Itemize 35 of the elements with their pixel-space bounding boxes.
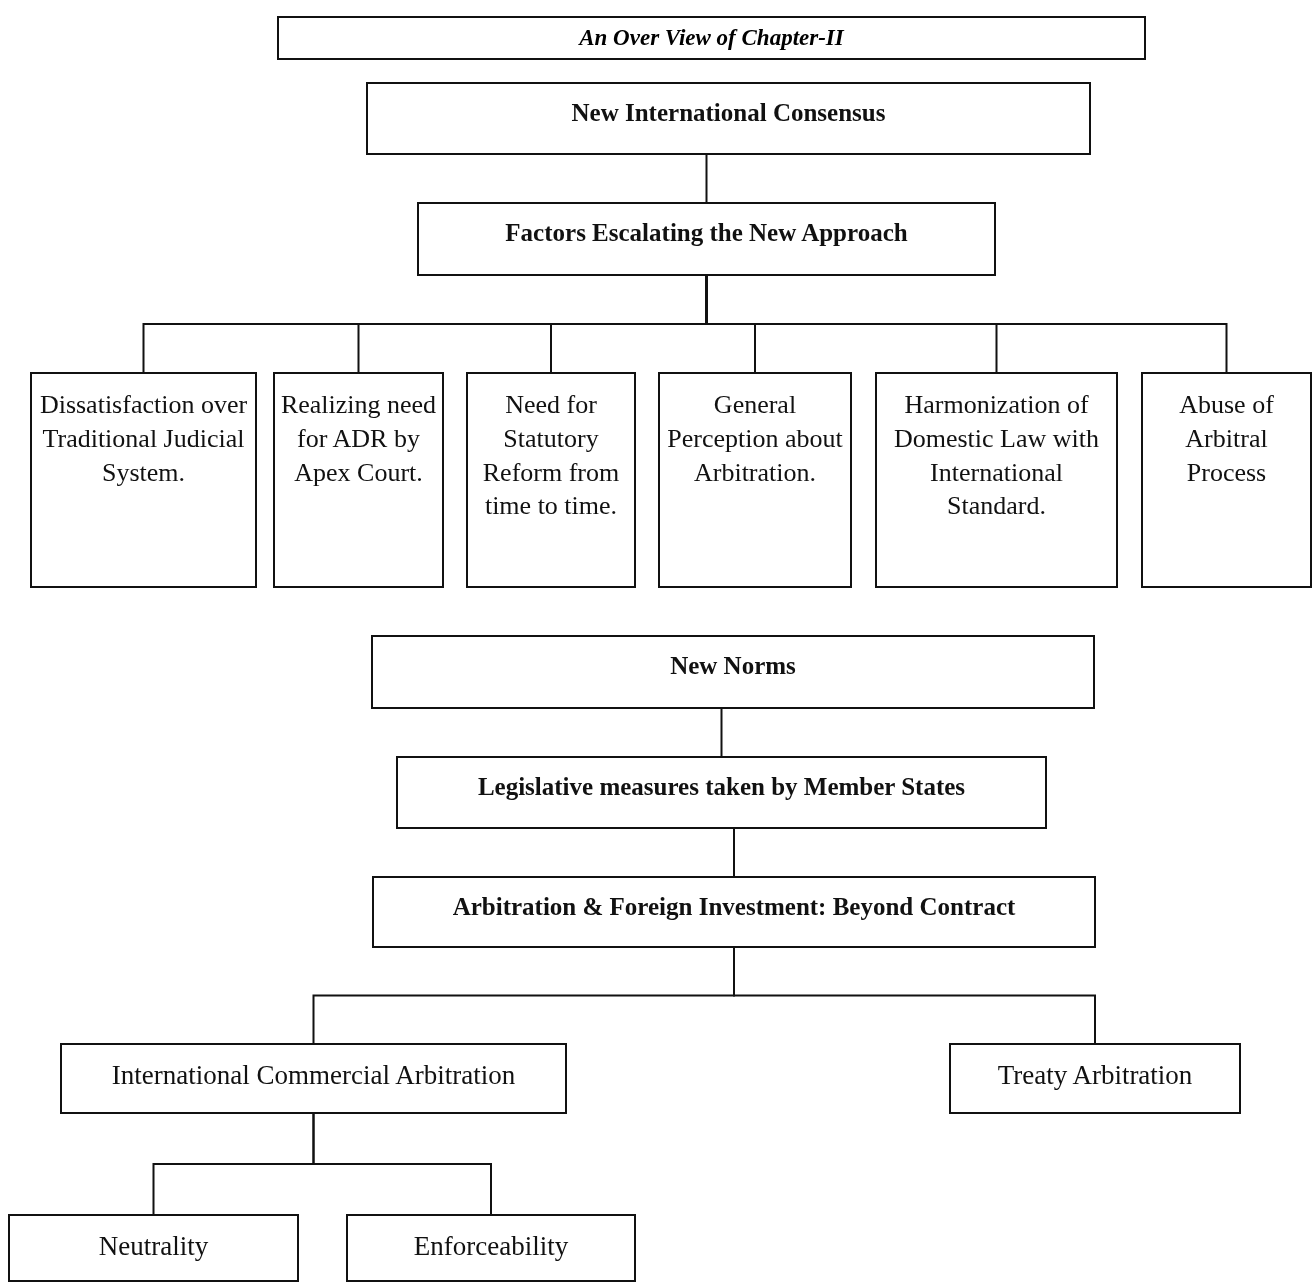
process-box — [417, 202, 996, 276]
box-label: International Commercial Arbitration — [111, 1059, 516, 1092]
process-box — [466, 372, 636, 588]
box-label: Dissatisfaction over Traditional Judicial System. — [38, 389, 249, 489]
process-box — [273, 372, 444, 588]
process-box — [1141, 372, 1312, 588]
process-box — [371, 635, 1095, 709]
box-label: Factors Escalating the New Approach — [505, 218, 908, 248]
box-label: Need for Statutory Reform from time to time. — [481, 389, 621, 523]
connector-line — [312, 1113, 492, 1215]
process-box — [366, 82, 1091, 155]
connector-line — [705, 154, 708, 203]
box-label: Arbitration & Foreign Investment: Beyond Contract — [452, 892, 1016, 922]
process-box — [396, 756, 1047, 829]
process-box — [875, 372, 1118, 588]
process-box — [30, 372, 257, 588]
box-label: Enforceability — [413, 1230, 569, 1263]
box-label: New Norms — [670, 651, 796, 681]
box-label: Legislative measures taken by Member States — [477, 772, 966, 802]
box-label: New International Consensus — [571, 98, 886, 128]
box-label: Abuse of Arbitral Process — [1178, 389, 1275, 489]
process-box — [346, 1214, 636, 1282]
box-label: Neutrality — [98, 1230, 209, 1263]
process-box — [372, 876, 1096, 948]
process-box — [60, 1043, 567, 1114]
connector-line — [733, 828, 735, 877]
box-label: Realizing need for ADR by Apex Court. — [279, 389, 438, 489]
process-box — [949, 1043, 1241, 1114]
connector-line — [720, 708, 723, 757]
title-banner: An Over View of Chapter-II — [277, 16, 1146, 60]
process-box — [658, 372, 852, 588]
box-label: Treaty Arbitration — [997, 1059, 1193, 1092]
process-box — [8, 1214, 299, 1282]
box-label: General Perception about Arbitration. — [666, 389, 844, 489]
box-label: Harmonization of Domestic Law with International Standard. — [892, 389, 1101, 523]
